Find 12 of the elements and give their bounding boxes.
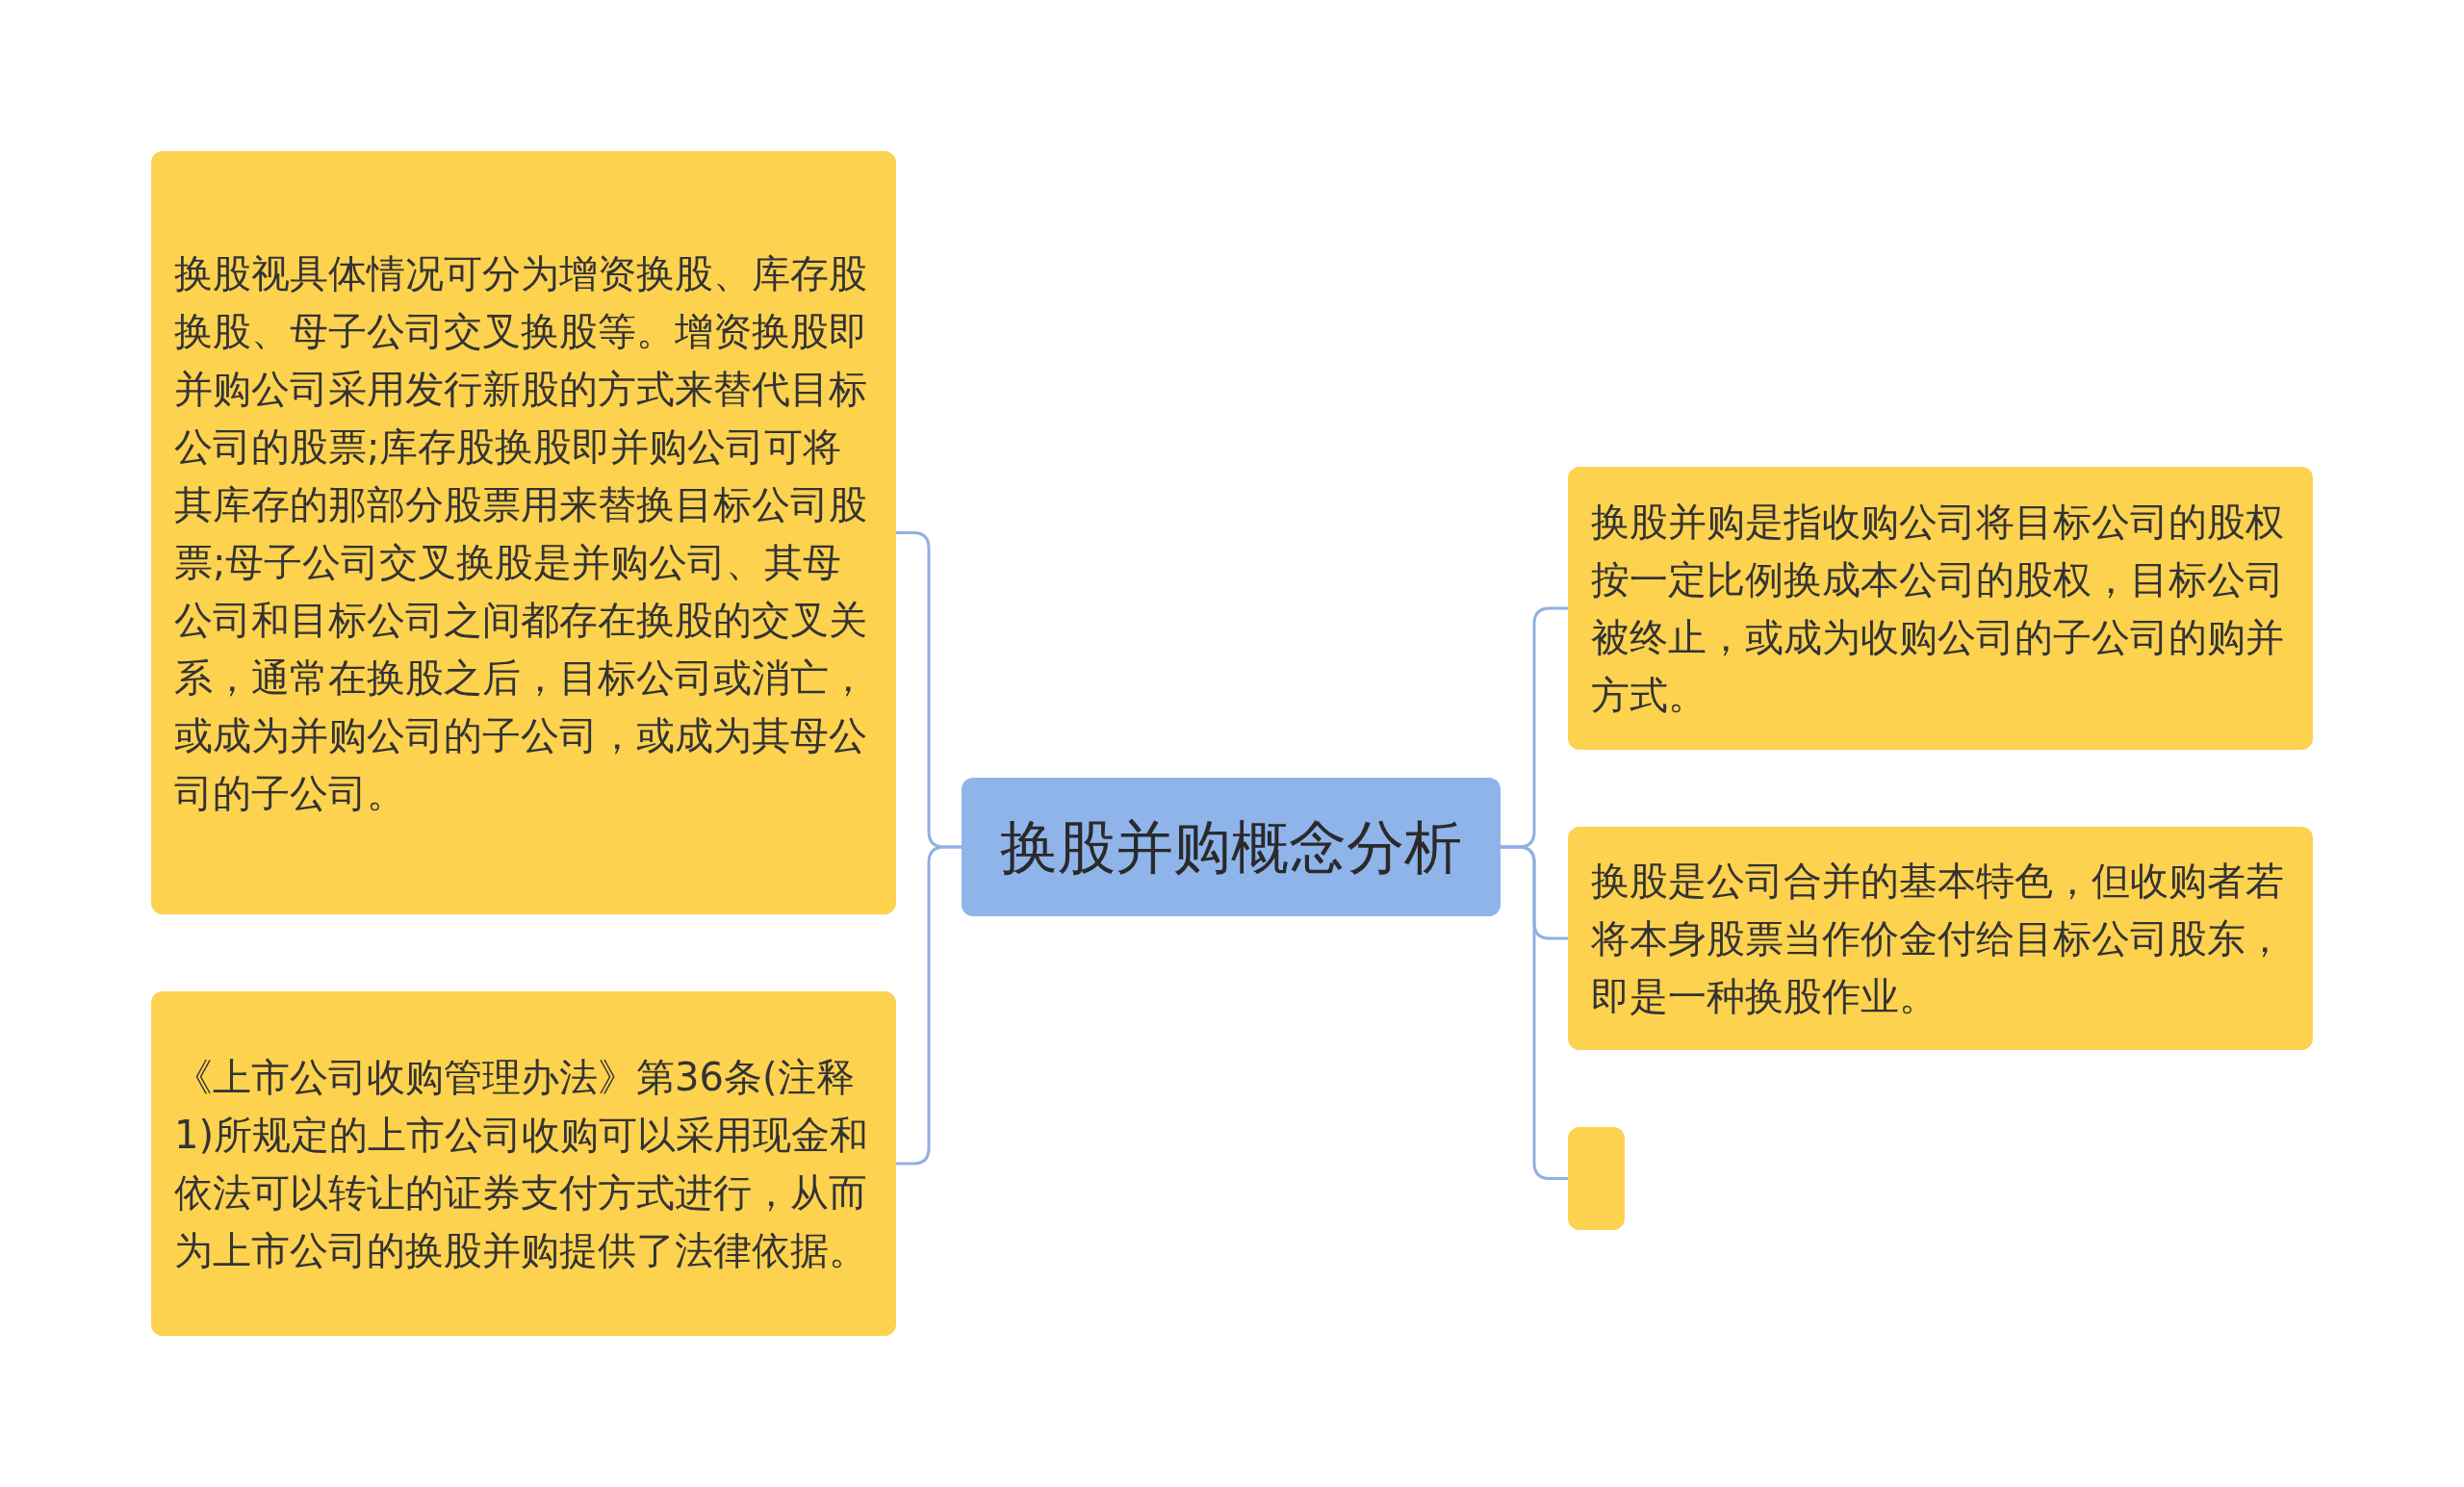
connector-line [1501,845,1568,1180]
topic-text: 换股是公司合并的基本特色，但收购者若将本身股票当作价金付给目标公司股东，即是一种换股作业。 [1591,858,2285,1020]
topic-text: 换股并购是指收购公司将目标公司的股权按一定比例换成本公司的股权，目标公司被终止，或成为收购公司的子公司的购并方式。 [1591,499,2285,719]
topic-text: 换股视具体情况可分为增资换股、库存股换股、母子公司交叉换股等。增资换股即并购公司采用发行新股的方式来替代目标公司的股票;库存股换股即并购公司可将其库存的那部分股票用来替换目标公司股票;母子公司交叉换股是并购公司、其母公司和目标公司之间都存在换股的交叉关系，通常在换股之后，目标公司或消亡，或成为并购公司的子公司，或成为其母公司的子公司。 [174,249,868,817]
topic-box [151,151,896,914]
topic-box [1568,467,2313,750]
topic-box [1568,827,2313,1050]
central-topic-box [962,778,1501,916]
empty-topic-box [1568,1127,1625,1230]
topic-text: 《上市公司收购管理办法》第36条(注释1)所规定的上市公司收购可以采用现金和依法可以转让的证券支付方式进行，从而为上市公司的换股并购提供了法律依据。 [174,1054,870,1274]
topic-title: 换股并购概念分析 [1000,811,1462,883]
topic-box [151,991,896,1336]
